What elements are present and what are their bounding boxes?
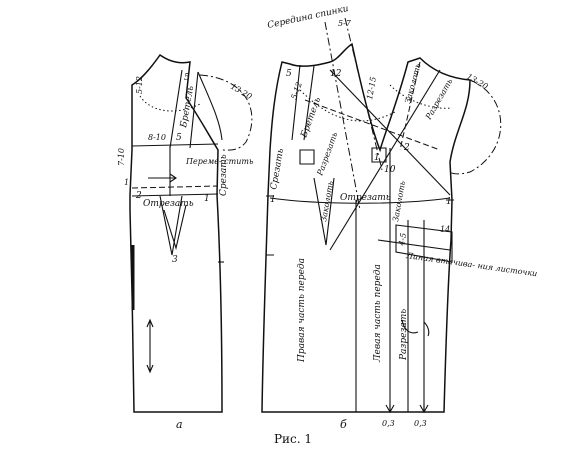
label-b-14: 14	[440, 225, 450, 234]
panel-a-bust-line	[131, 143, 219, 147]
panel-a-neck-dotted	[139, 95, 201, 112]
label-b-1215: 12-15	[365, 76, 378, 100]
label-a-otrezat: Отрезать	[143, 199, 194, 209]
label-b-45: 4-5	[397, 232, 408, 247]
panel-a-arrow-move	[148, 173, 177, 183]
panel-a-waist-dash	[131, 185, 219, 189]
panel-b-neck-dotted	[299, 89, 396, 122]
label-b-srezat: Срезать	[269, 148, 286, 191]
panel-b-letter: б	[340, 418, 347, 431]
label-b-zakolot-left: Заколоть	[319, 180, 335, 222]
label-b-10: 10	[384, 165, 396, 175]
label-a-5-top: 5	[184, 73, 190, 83]
panel-a-strap-left	[169, 69, 183, 149]
panel-b-back-middle	[324, 17, 383, 211]
label-a-srezat: Срезать	[219, 154, 229, 196]
panel-b-pocket-line	[377, 239, 451, 251]
label-b-512: 5-12	[289, 81, 304, 101]
label-a-5-mid: 5	[176, 133, 182, 143]
label-a-1-right: 1	[204, 194, 210, 204]
panel-a: 5-12 5 Бретель 13-20 8-10 5 7-10 1 Перем…	[117, 53, 253, 431]
panel-b-arrow-1	[385, 404, 395, 414]
label-a-1320: 13-20	[229, 82, 253, 101]
label-b-03-a: 0,3	[382, 419, 395, 428]
panel-b-cross-4	[399, 61, 421, 151]
label-b-03-b: 0,3	[414, 419, 427, 428]
panel-a-grain-arrow	[146, 318, 154, 374]
label-b-otrezat: Отрезать	[340, 193, 391, 203]
panel-b-cross-3	[304, 99, 441, 151]
panel-b-pocket-box	[395, 224, 453, 263]
label-b-razrezat-left: Разрезать	[315, 131, 339, 178]
panel-b-dart-left	[313, 177, 335, 246]
panel-b-ticks	[266, 195, 454, 256]
panel-a-dart-2	[163, 204, 187, 251]
panel-a-letter: а	[176, 418, 183, 431]
panel-b-arrow-2	[419, 404, 429, 414]
panel-b-waist-line	[269, 197, 451, 204]
label-b-levaya: Левая часть переда	[373, 264, 383, 363]
panel-a-waist-line	[131, 193, 219, 197]
label-b-12: 12	[330, 69, 342, 79]
label-b-1320: 13-20	[465, 72, 489, 91]
panel-a-strap-right	[189, 71, 199, 149]
label-a-3: 3	[172, 255, 178, 265]
label-a-512: 5-12	[135, 76, 144, 94]
panel-b-arc-1	[401, 319, 419, 334]
label-b-liniya: Линия втачива- ния листочки	[405, 251, 538, 278]
label-b-zakolot-right: Заколоть	[391, 180, 407, 222]
panel-b-cross-2	[329, 69, 441, 251]
label-b-pravaya: Правая часть переда	[297, 258, 307, 363]
panel-b-armhole-dashdot	[449, 79, 502, 175]
label-b-1: 1	[374, 153, 380, 163]
panel-a-armhole-dashdot	[199, 74, 253, 151]
panel-b-strap-left-1	[291, 64, 301, 141]
panel-b-strap-left-2	[303, 65, 315, 141]
label-b-razrezat-bottom: Разрезать	[399, 309, 409, 361]
label-b-57: 5-7	[338, 19, 352, 28]
label-b-2: 2	[403, 143, 410, 153]
label-b-bretel: Бретель	[299, 96, 323, 140]
label-a-2: 2	[135, 191, 142, 201]
label-a-peremestit: Переме- стить	[185, 157, 253, 166]
label-a-1-left: 1	[124, 178, 129, 187]
label-b-1-left: 1	[270, 195, 276, 205]
label-a-810: 8-10	[148, 133, 166, 142]
panel-a-outline	[129, 53, 223, 413]
label-b-1-right: 1	[446, 197, 452, 207]
label-a-bretel: Бретель	[179, 85, 196, 129]
panel-b-square-1	[371, 147, 387, 163]
panel-a-dart	[159, 195, 183, 256]
panel-b-arc-2	[423, 321, 430, 337]
label-b-5: 5	[286, 69, 292, 79]
panel-b: Середина спинки 5-7 5 5-12 12 12-15 Зако…	[261, 4, 538, 431]
panel-a-strap-curve	[197, 71, 223, 141]
panel-b-square-2	[299, 149, 315, 165]
label-b-razrezat-top: Разрезать	[423, 77, 454, 122]
label-a-710: 7-10	[117, 148, 126, 166]
panel-b-cross-1	[329, 69, 451, 196]
figure-caption: Рис. 1	[273, 432, 313, 446]
